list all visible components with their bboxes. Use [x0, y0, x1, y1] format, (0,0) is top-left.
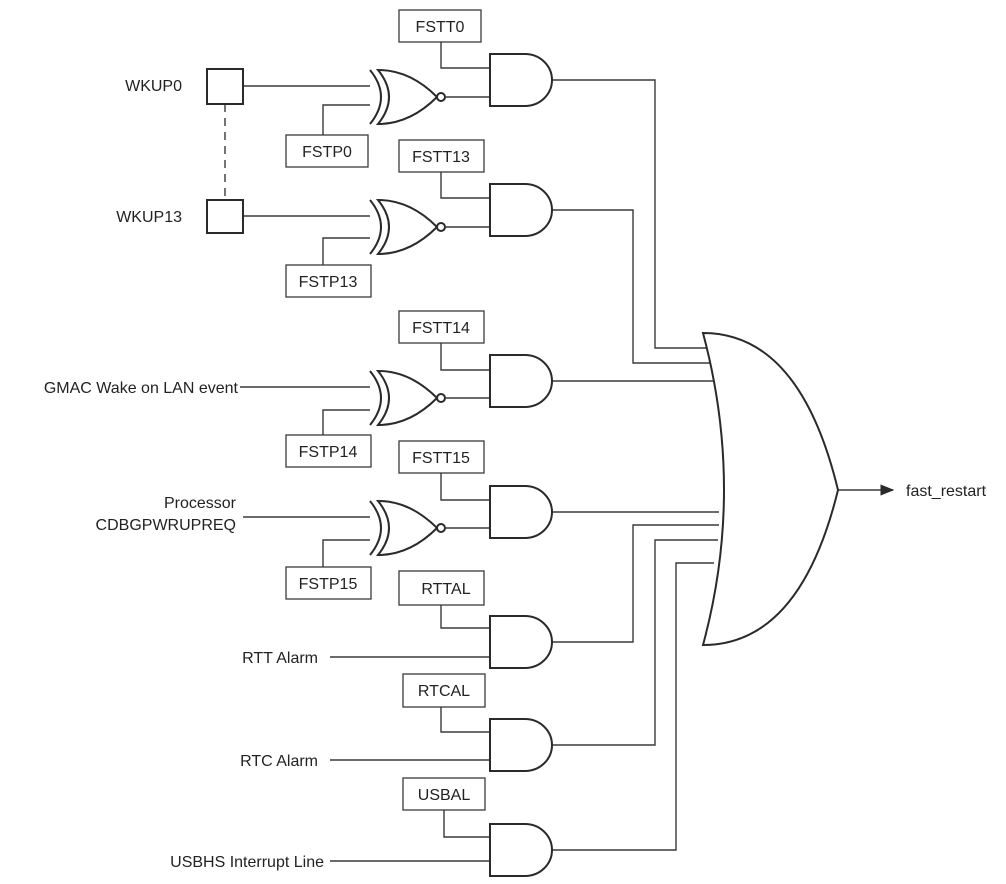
wire-rttal-to-and — [440, 605, 490, 629]
wire-fstt14-to-and14 — [440, 343, 490, 371]
label-rtc-alarm: RTC Alarm — [240, 753, 318, 770]
xnor-gate-15 — [369, 499, 446, 557]
and-gate-15 — [489, 485, 553, 539]
fstp0-box — [285, 134, 369, 168]
rtcal-text: RTCAL — [418, 683, 470, 700]
xnor-gate-14 — [369, 369, 446, 427]
wkup0-pin — [206, 68, 244, 105]
fstp15-text: FSTP15 — [299, 576, 358, 593]
wire-fstp14-to-xnor14 — [322, 409, 376, 435]
fstp13-box — [285, 264, 372, 298]
wire-fstp0-to-xnor0 — [322, 104, 376, 135]
label-processor: Processor — [164, 495, 237, 512]
fstt14-box — [398, 310, 485, 344]
label-usbhs: USBHS Interrupt Line — [170, 854, 324, 871]
input-labels: WKUP0 WKUP13 GMAC Wake on LAN event Proc… — [44, 78, 324, 871]
wire-fstp13-to-xnor13 — [322, 237, 376, 265]
fstt0-box — [398, 9, 482, 43]
wkup13-pin — [206, 199, 244, 234]
and-gate-rtt — [489, 615, 553, 669]
or-gate — [701, 331, 840, 647]
fstp14-box — [285, 434, 372, 468]
label-fast-restart: fast_restart — [906, 483, 987, 500]
label-wkup0: WKUP0 — [125, 78, 182, 95]
wire-fstt15-to-and15 — [440, 473, 490, 501]
usbal-text: USBAL — [418, 787, 471, 804]
label-gmac: GMAC Wake on LAN event — [44, 380, 239, 397]
wire-fstt0-to-and0 — [440, 42, 490, 69]
xnor-gate-0 — [369, 68, 446, 126]
and-gate-rtc — [489, 718, 553, 772]
rtcal-box — [402, 673, 486, 708]
label-wkup13: WKUP13 — [116, 209, 182, 226]
wire-rtcand-to-or — [552, 539, 718, 746]
wire-and13-to-or — [552, 209, 710, 364]
wire-and0-to-or — [552, 79, 706, 349]
wires — [224, 42, 895, 862]
rttal-box — [398, 570, 485, 606]
fstp0-text: FSTP0 — [302, 144, 352, 161]
wire-rttand-to-or — [552, 524, 719, 643]
fstp15-box — [285, 566, 372, 600]
xnor-gates — [369, 68, 446, 557]
fstt13-box — [398, 139, 485, 173]
and-gate-13 — [489, 183, 553, 237]
and-gates — [489, 53, 553, 877]
rttal-text: RTTAL — [421, 581, 470, 598]
label-rtt-alarm: RTT Alarm — [242, 650, 318, 667]
fstt15-text: FSTT15 — [412, 450, 470, 467]
wire-usbal-to-and — [443, 810, 490, 838]
and-gate-0 — [489, 53, 553, 107]
wire-usband-to-or — [552, 562, 714, 851]
fstt13-text: FSTT13 — [412, 149, 470, 166]
fstt14-text: FSTT14 — [412, 320, 470, 337]
fstt0-text: FSTT0 — [416, 19, 465, 36]
wire-rtcal-to-and — [440, 707, 490, 733]
fstp14-text: FSTP14 — [299, 444, 358, 461]
label-cdbgpwrupreq: CDBGPWRUPREQ — [96, 517, 236, 534]
wire-fstt13-to-and13 — [440, 172, 490, 199]
wire-fstp15-to-xnor15 — [322, 539, 376, 567]
and-gate-14 — [489, 354, 553, 408]
xnor-gate-13 — [369, 198, 446, 256]
usbal-box — [402, 777, 486, 811]
register-boxes: FSTT0 FSTP0 FSTT13 FSTP13 FSTT14 FSTP14 … — [285, 9, 486, 811]
and-gate-usbhs — [489, 823, 553, 877]
fstt15-box — [398, 440, 485, 474]
fstp13-text: FSTP13 — [299, 274, 358, 291]
